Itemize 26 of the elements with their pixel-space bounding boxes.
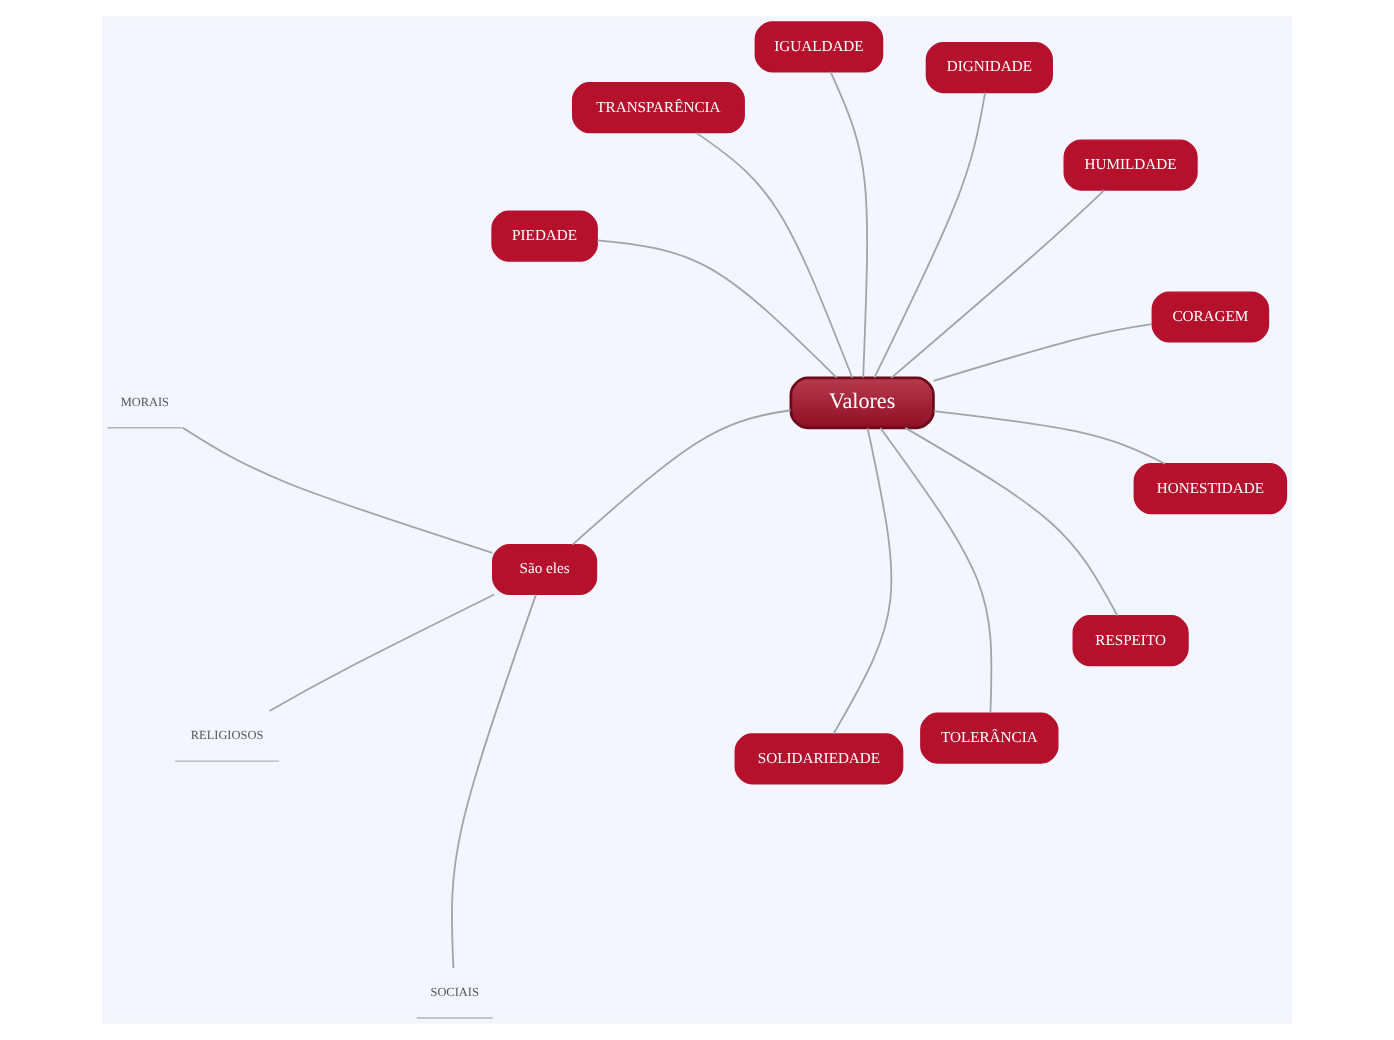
connector xyxy=(873,91,986,379)
connector xyxy=(832,427,893,735)
connector xyxy=(451,593,537,969)
connector xyxy=(829,70,868,379)
connector xyxy=(890,189,1106,379)
node-box: PIEDADE xyxy=(491,210,598,262)
node-box: TRANSPARÊNCIA xyxy=(571,82,745,134)
connector xyxy=(181,426,494,554)
node-box: RESPEITO xyxy=(1072,615,1189,667)
connector xyxy=(933,410,1166,465)
connector xyxy=(879,427,993,714)
node-box: HUMILDADE xyxy=(1063,139,1198,191)
connector xyxy=(904,426,1119,617)
node-box: SOLIDARIEDADE xyxy=(734,733,904,785)
node-box: HONESTIDADE xyxy=(1133,463,1288,515)
connector xyxy=(932,323,1153,382)
node-box: IGUALDADE xyxy=(754,21,884,73)
node-box: São eles xyxy=(492,543,598,596)
connector xyxy=(571,409,792,546)
node-box: Valores xyxy=(789,376,935,430)
connector xyxy=(268,593,496,712)
connector xyxy=(695,131,854,379)
node-box: TOLERÂNCIA xyxy=(920,712,1059,764)
connector xyxy=(596,239,838,379)
node-box: CORAGEM xyxy=(1151,291,1270,343)
node-box: DIGNIDADE xyxy=(925,41,1053,94)
